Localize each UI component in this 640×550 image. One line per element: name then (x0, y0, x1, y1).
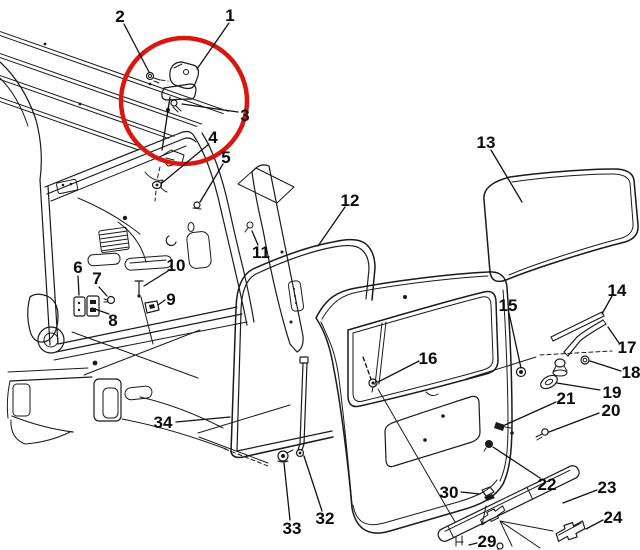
callout-11: 11 (252, 243, 270, 262)
callout-19: 19 (603, 383, 622, 402)
callout-23: 23 (598, 478, 617, 497)
rear-glass (483, 168, 639, 283)
callout-12: 12 (341, 191, 360, 210)
callout-3: 3 (240, 106, 249, 125)
callout-17: 17 (618, 338, 637, 357)
strut-assembly (277, 356, 309, 463)
callout-10: 10 (167, 256, 186, 275)
callout-22: 22 (538, 475, 557, 494)
roof-ribs (0, 30, 256, 186)
callout-20: 20 (602, 401, 621, 420)
callout-18: 18 (622, 363, 640, 382)
callout-29: 29 (478, 532, 497, 550)
callout-16: 16 (419, 349, 438, 368)
hinge-assembly (145, 61, 202, 210)
callout-32: 32 (316, 509, 335, 528)
callout-7: 7 (92, 269, 101, 288)
callout-15: 15 (499, 296, 518, 315)
callout-24: 24 (604, 508, 623, 527)
wiper-assembly (465, 311, 613, 390)
callout-5: 5 (221, 148, 230, 167)
leader-lines (77, 22, 622, 549)
callout-33: 33 (283, 519, 302, 538)
callout-8: 8 (108, 311, 117, 330)
callout-34: 34 (154, 413, 173, 432)
callout-13: 13 (477, 133, 496, 152)
callout-9: 9 (166, 290, 175, 309)
callout-30: 30 (440, 483, 459, 502)
weatherstrip-seal (197, 238, 376, 467)
latch-striker-parts (73, 280, 160, 317)
callout-21: 21 (557, 389, 576, 408)
callout-1: 1 (225, 6, 234, 25)
callout-4: 4 (208, 128, 218, 147)
vehicle-body (0, 30, 256, 450)
callout-14: 14 (608, 281, 627, 300)
callout-6: 6 (73, 258, 82, 277)
pillar-trim (237, 164, 305, 353)
applique-and-hardware (437, 422, 586, 550)
speaker-grille (98, 226, 130, 254)
callout-2: 2 (115, 7, 124, 26)
callout-labels: 1 2 3 4 5 6 7 8 9 10 11 12 13 14 15 16 1… (73, 6, 640, 550)
liftgate-panel (315, 271, 514, 534)
